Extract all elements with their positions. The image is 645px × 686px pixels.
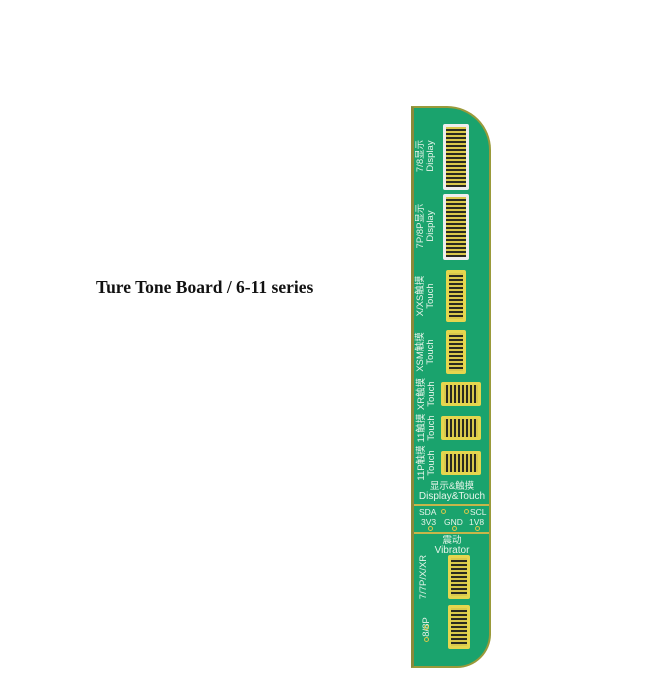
divider [414, 532, 489, 534]
vibrator-label-cn: 震动 [442, 535, 462, 546]
pin-scl: SCL [470, 507, 487, 517]
label-en: Touch [426, 415, 437, 441]
pad-gnd [452, 526, 457, 531]
pad-sda [441, 509, 446, 514]
connector-11-touch [441, 416, 481, 440]
divider [414, 504, 489, 506]
connector-vibrator-7-7p-x-xr [448, 555, 470, 599]
connector-7p-8p-display [443, 194, 469, 260]
vibrator-label-en: Vibrator [434, 545, 470, 556]
pin-sda: SDA [419, 507, 437, 517]
connector-11p-touch [441, 451, 481, 475]
pin-gnd: GND [444, 517, 463, 527]
pad [424, 625, 429, 630]
section-label-cn: 显示&触摸 [429, 481, 475, 492]
connector-vibrator-8-8p [448, 605, 470, 649]
label-en: Display [425, 210, 436, 242]
pad [424, 637, 429, 642]
label-en: Touch [426, 450, 437, 476]
pin-3v3: 3V3 [421, 517, 437, 527]
connector-x-xs-touch [446, 270, 466, 322]
pad-1v8 [475, 526, 480, 531]
label-en: Display [425, 140, 436, 172]
label-vibrator-7-7p-x-xr: 7/7P/X/XR [418, 554, 429, 600]
page-title: Ture Tone Board / 6-11 series [96, 277, 314, 297]
pin-1v8: 1V8 [469, 517, 485, 527]
pad-scl [464, 509, 469, 514]
connector-xr-touch [441, 382, 481, 406]
label-en: Touch [425, 339, 436, 365]
label-en: Touch [425, 283, 436, 309]
connector-7-8-display [443, 124, 469, 190]
pad-3v3 [428, 526, 433, 531]
connector-xsm-touch [446, 330, 466, 374]
section-label-en: Display&Touch [418, 491, 486, 502]
